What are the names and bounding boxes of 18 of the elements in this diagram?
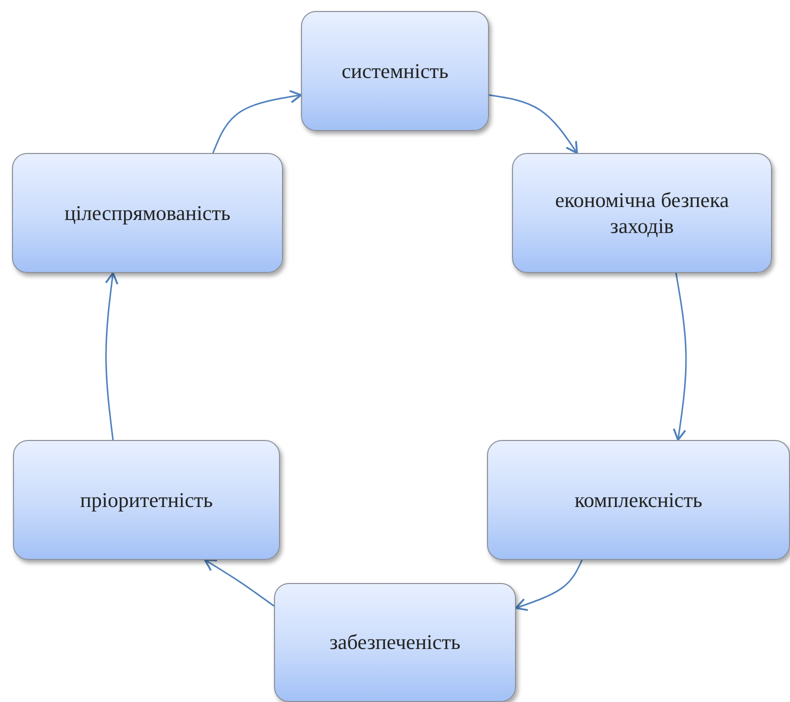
node-label: комплексність (574, 486, 704, 514)
process-box (487, 440, 790, 560)
process-box (512, 153, 772, 273)
process-box (274, 583, 516, 702)
arrow (672, 272, 687, 441)
arrow (204, 559, 274, 607)
process-box (12, 153, 283, 273)
node-label: цілеспрямованість (63, 200, 232, 226)
arrow (488, 94, 578, 154)
node-label: економічна безпека заходів (554, 186, 730, 240)
node-label: системність (340, 58, 450, 84)
process-box (301, 11, 489, 131)
arrow (212, 90, 302, 154)
arrow (104, 272, 118, 440)
node-label: пріоритетність (79, 486, 214, 514)
node-label: забезпеченість (328, 629, 462, 656)
arrow (515, 560, 583, 612)
process-box (13, 440, 280, 560)
